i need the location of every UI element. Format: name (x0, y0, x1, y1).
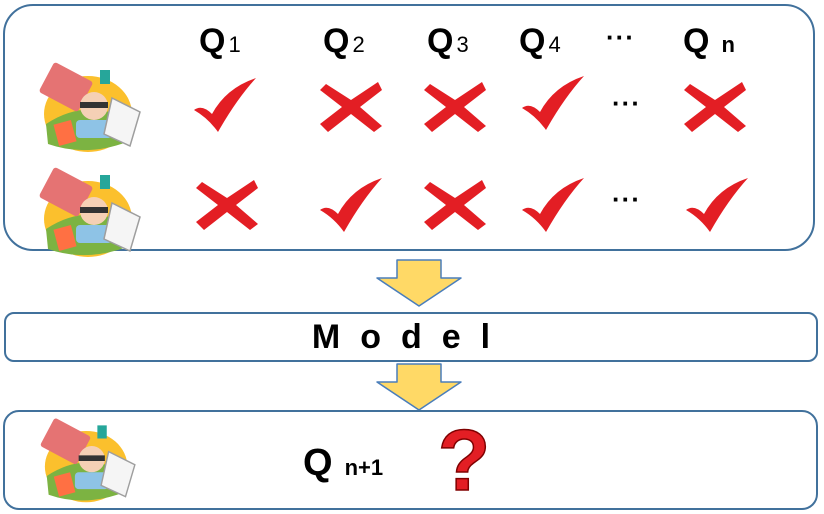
student-avatar-icon (40, 418, 136, 503)
down-arrow-icon (376, 363, 462, 411)
question-mark-icon: ? (437, 418, 491, 500)
row1-q1-correct-check-icon (194, 78, 256, 132)
row1-q4-correct-check-icon (522, 76, 584, 130)
row2-q4-correct-check-icon (522, 178, 584, 232)
prediction-panel (3, 410, 818, 510)
row2-ellipsis: ··· (612, 184, 641, 214)
row2-qn-correct-check-icon (686, 178, 748, 232)
model-box: Model (4, 312, 818, 362)
model-label: Model (311, 317, 511, 356)
row1-ellipsis: ··· (612, 88, 641, 118)
student-avatar-icon (39, 62, 141, 152)
svg-text:?: ? (438, 418, 491, 500)
row1-q3-wrong-cross-icon (424, 82, 486, 132)
response-history-panel (3, 4, 815, 251)
student-avatar-icon (39, 167, 141, 257)
row2-q2-correct-check-icon (320, 178, 382, 232)
row1-qn-wrong-cross-icon (684, 82, 746, 132)
row2-q1-wrong-cross-icon (196, 180, 258, 230)
down-arrow-icon (376, 259, 462, 307)
header-ellipsis: ··· (606, 22, 635, 52)
row2-q3-wrong-cross-icon (424, 180, 486, 230)
row1-q2-wrong-cross-icon (320, 82, 382, 132)
